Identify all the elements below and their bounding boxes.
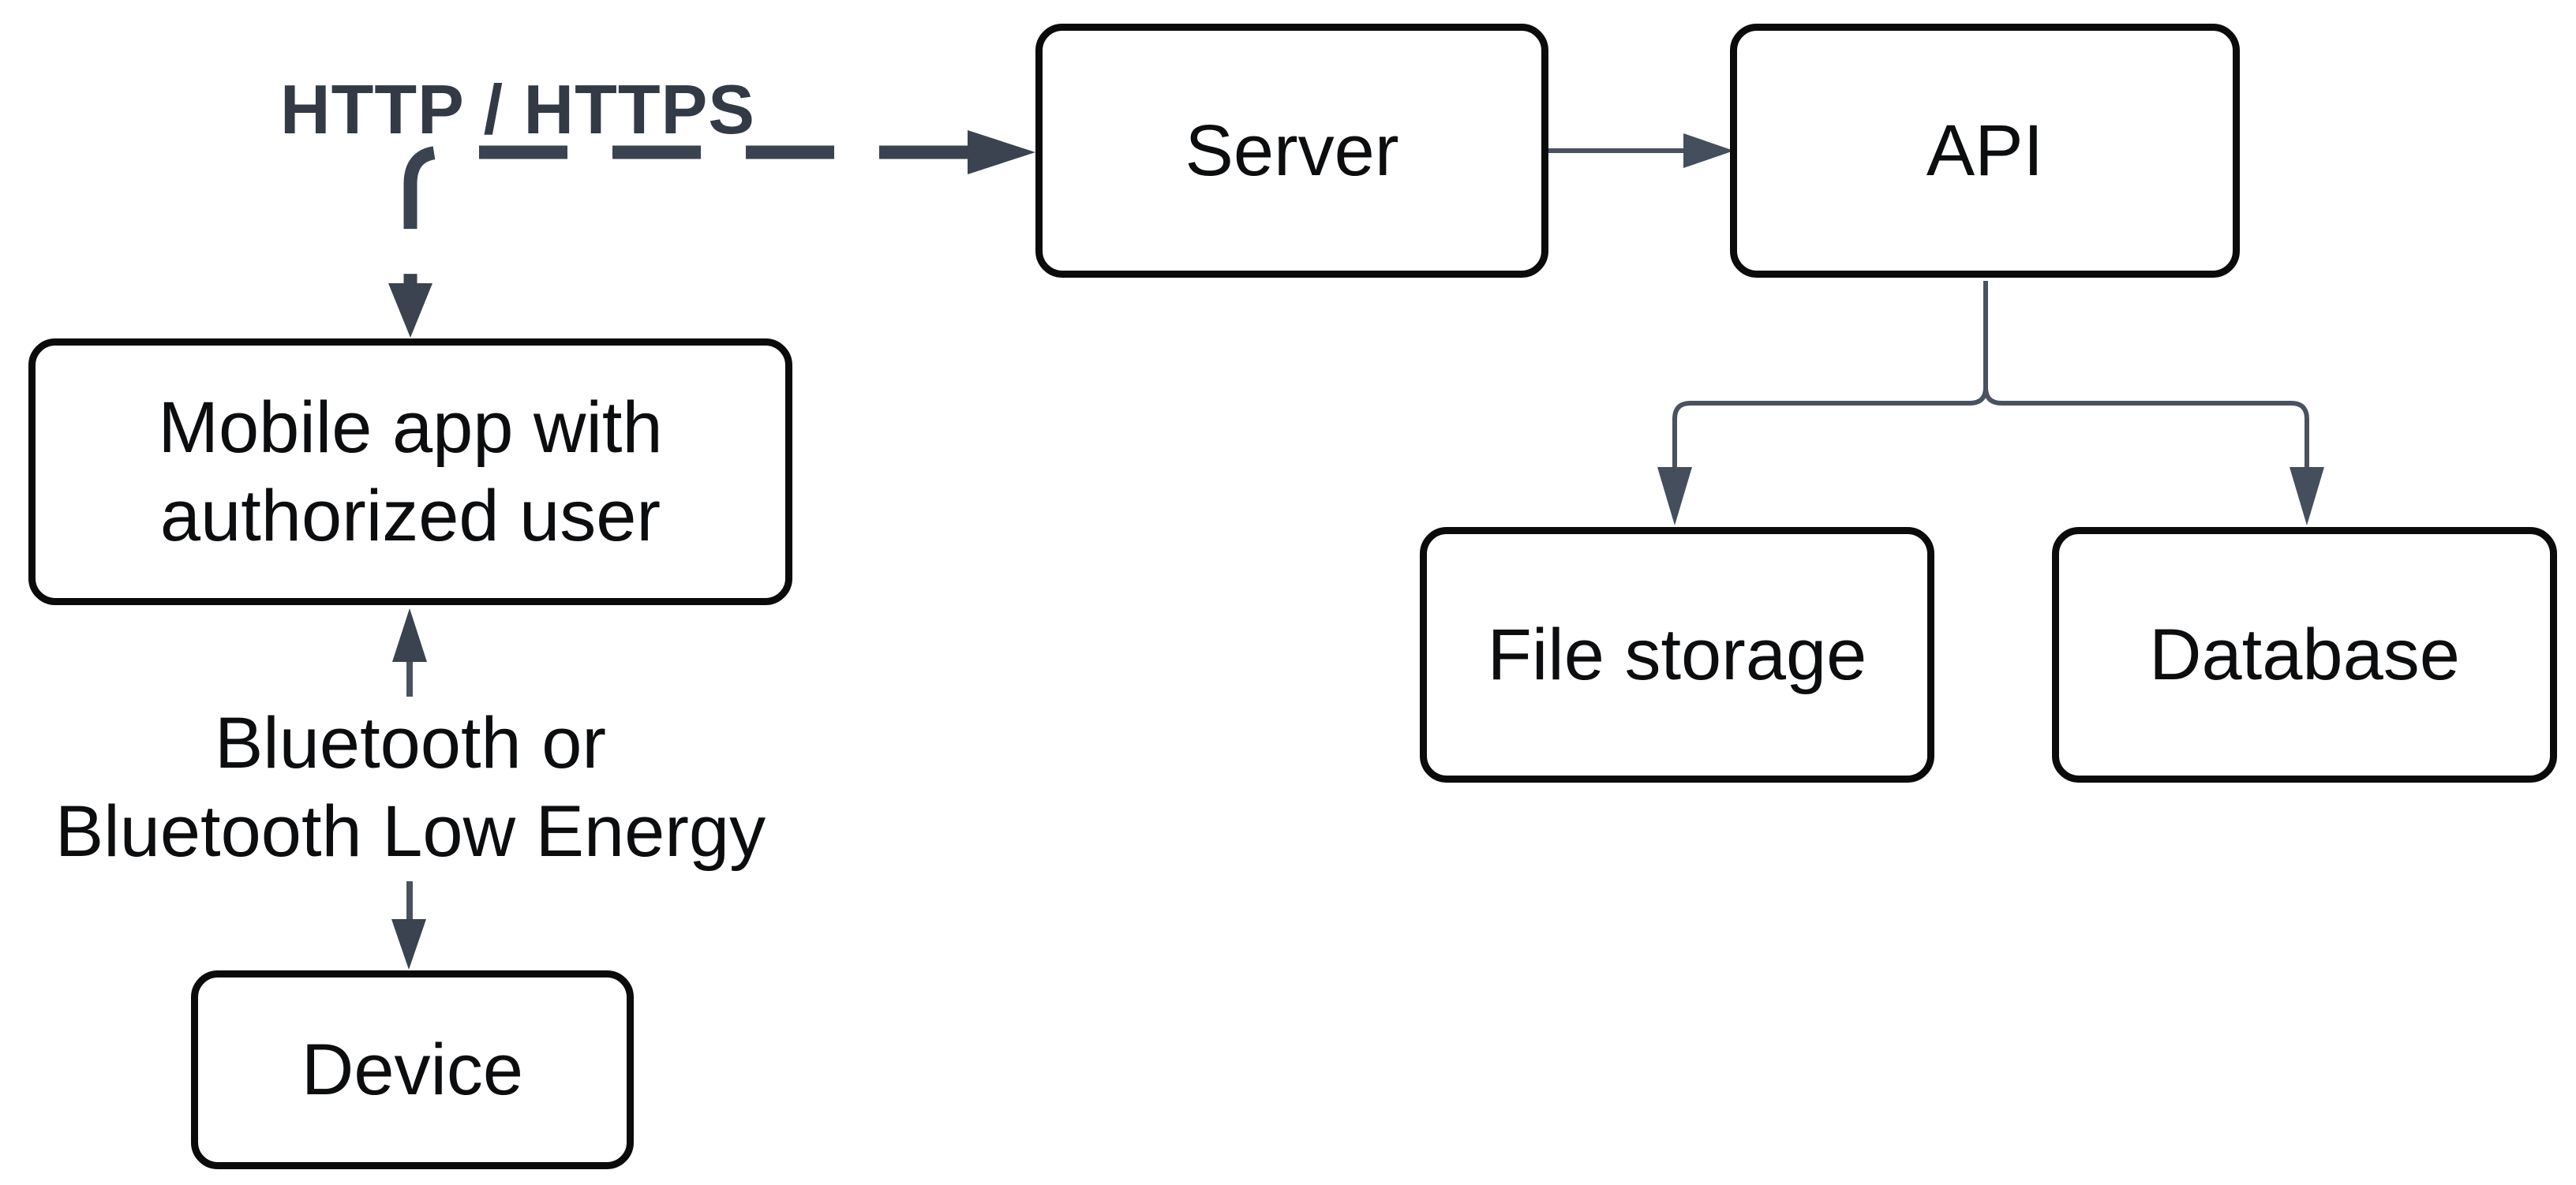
arrowhead-into-filestorage-icon (1657, 467, 1692, 525)
node-mobile-app: Mobile app with authorized user (28, 338, 792, 605)
bluetooth-edge-label-line2: Bluetooth Low Energy (54, 791, 766, 872)
api-database-connector (1983, 281, 2309, 467)
arrowhead-up-into-mobile-icon (392, 608, 427, 662)
arrowhead-into-mobile-icon (388, 283, 432, 338)
node-database-label: Database (2149, 615, 2460, 695)
arrowhead-into-device-icon (391, 919, 426, 970)
bluetooth-edge-label: Bluetooth or Bluetooth Low Energy (0, 699, 821, 876)
node-file-storage-label: File storage (1487, 615, 1867, 695)
node-server: Server (1035, 24, 1548, 278)
arrowhead-into-api-icon (1683, 133, 1734, 168)
http-dashed-connector (403, 145, 968, 283)
arrowhead-into-server-icon (968, 130, 1035, 174)
node-api: API (1730, 24, 2240, 278)
node-api-label: API (1926, 110, 2044, 191)
bluetooth-edge-label-line1: Bluetooth or (214, 703, 607, 783)
api-filestorage-connector (1672, 281, 1988, 467)
node-database: Database (2052, 527, 2557, 783)
node-device-label: Device (301, 1030, 524, 1110)
arrowhead-into-database-icon (2290, 467, 2324, 525)
node-server-label: Server (1185, 110, 1399, 191)
node-file-storage: File storage (1420, 527, 1934, 783)
http-https-edge-label: HTTP / HTTPS (280, 70, 755, 148)
node-mobile-app-label: Mobile app with authorized user (158, 387, 663, 556)
node-device: Device (191, 970, 634, 1169)
